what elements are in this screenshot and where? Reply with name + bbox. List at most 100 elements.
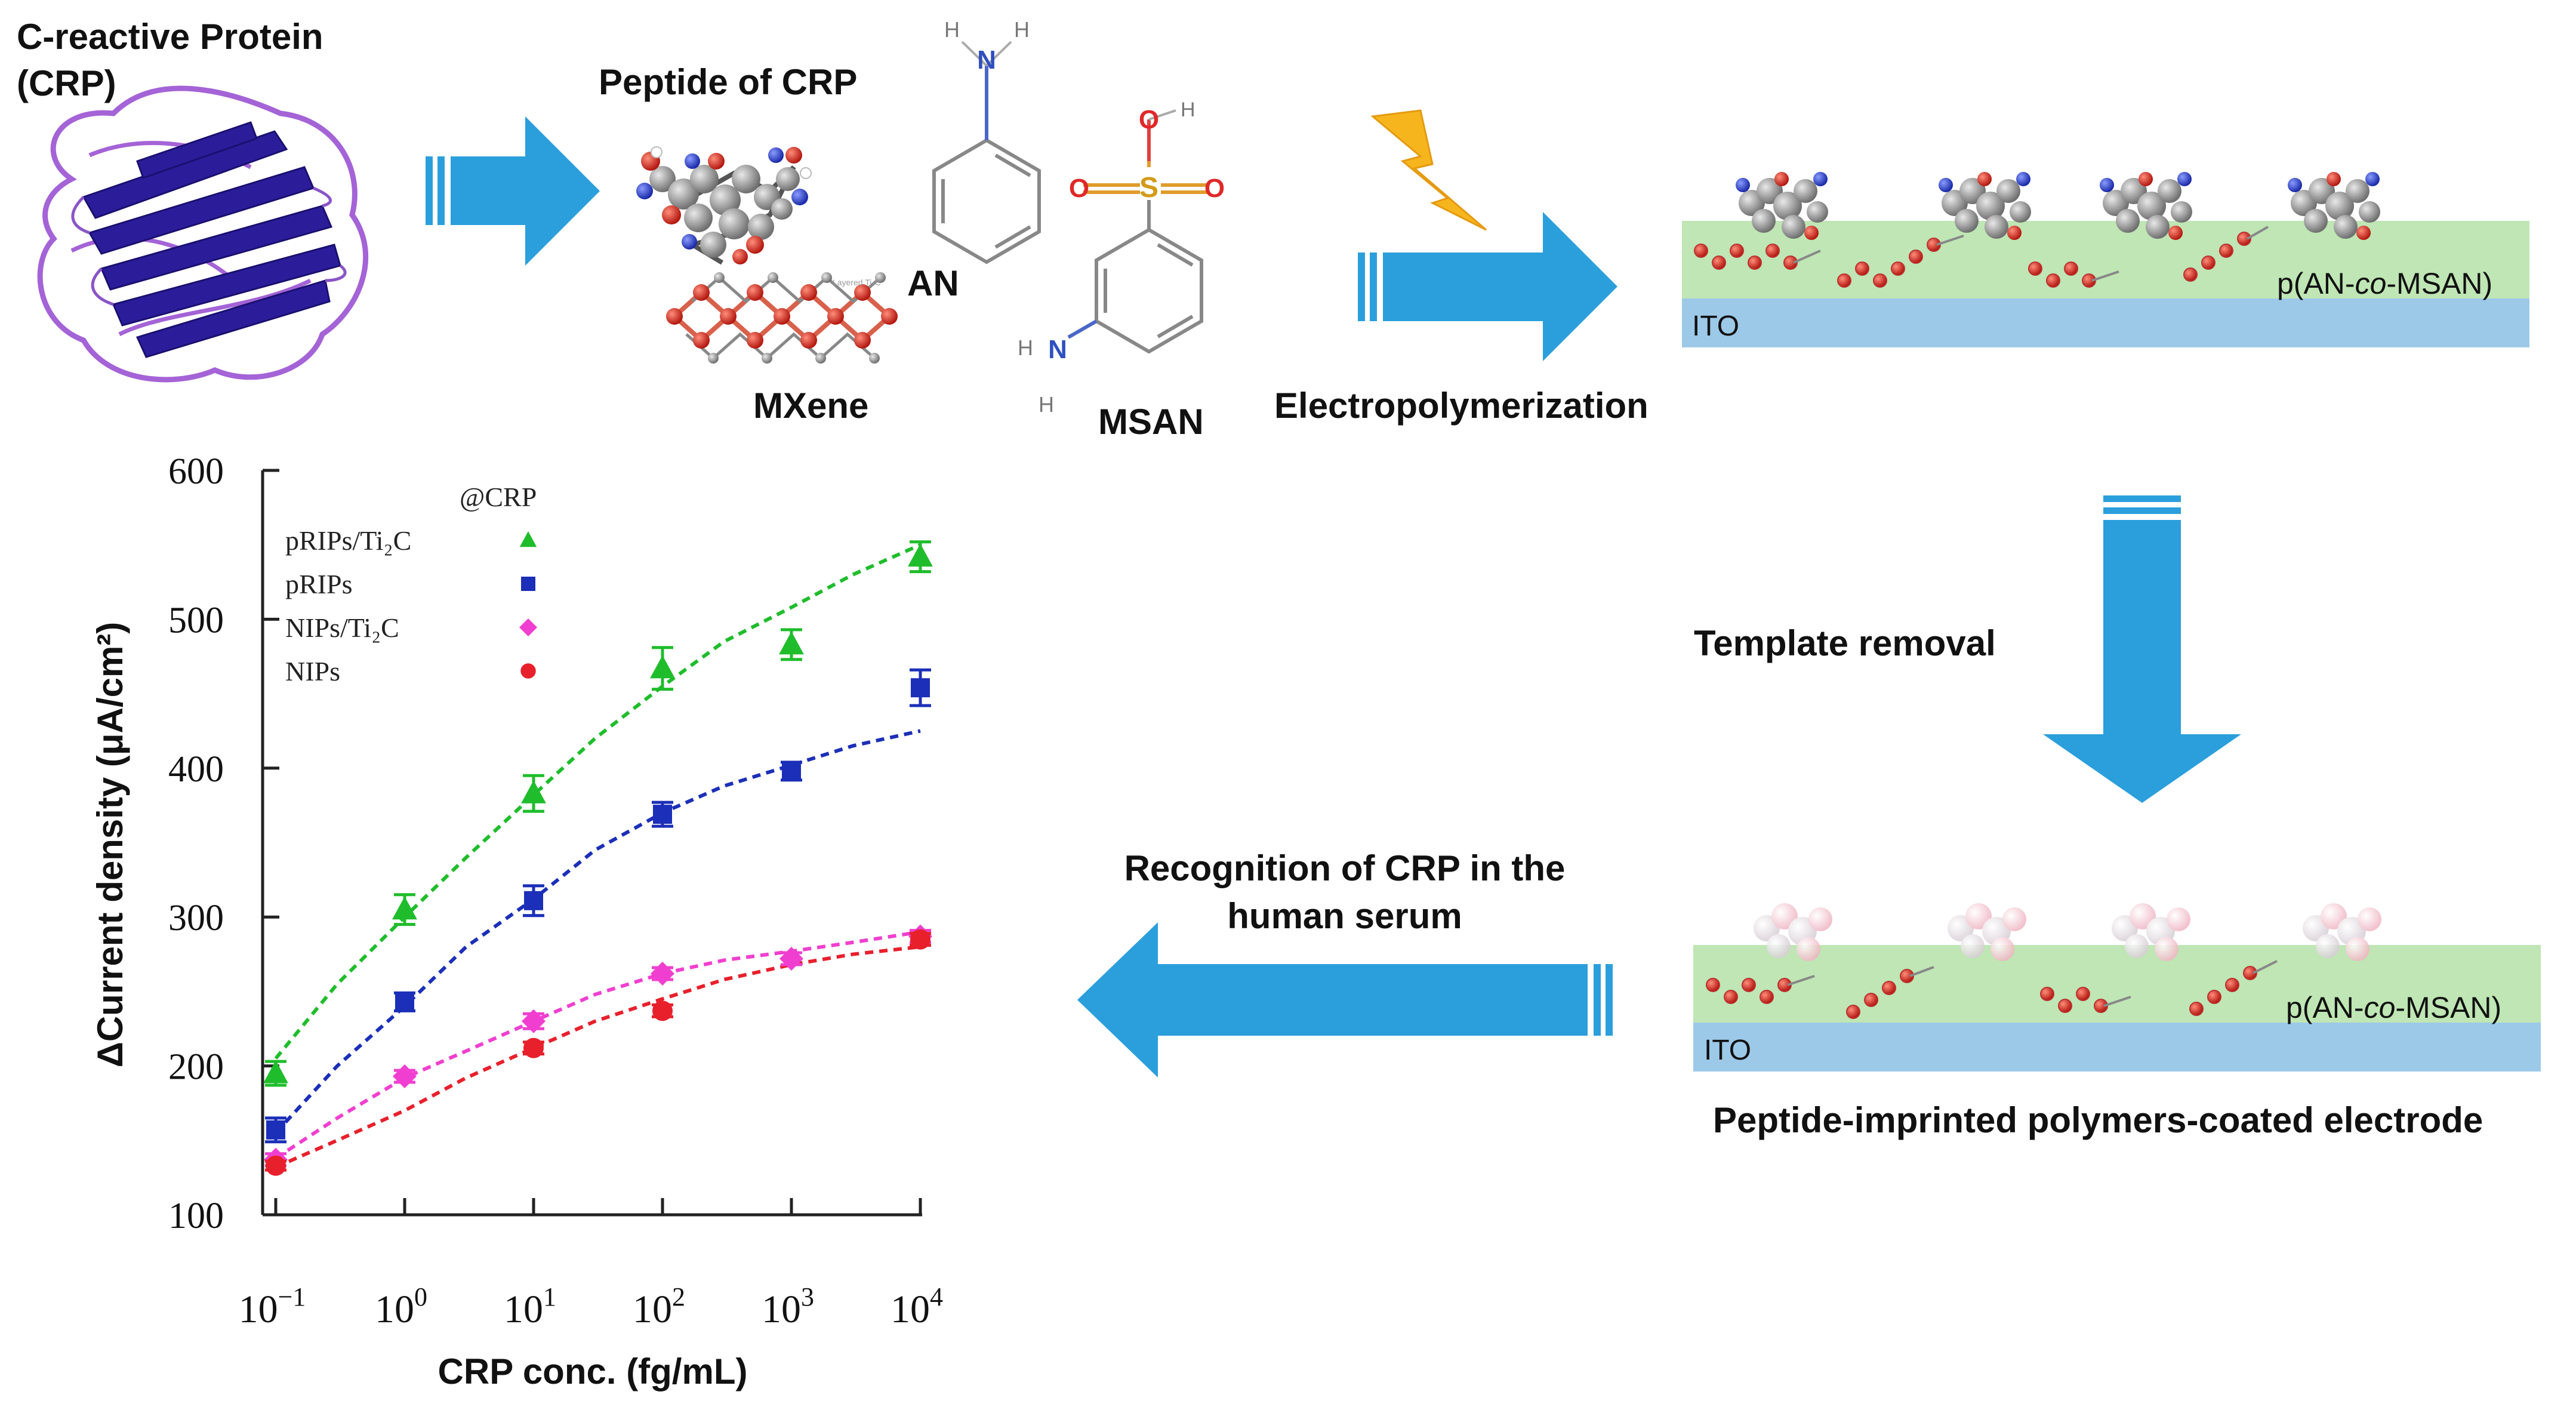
hydroxyl-h-glyph: H bbox=[1181, 98, 1195, 121]
calibration-chart: 600 500 400 300 200 100 10−1 100 101 102 103 104 @… bbox=[90, 451, 943, 1391]
recognition-label: Recognition of CRP in the bbox=[1124, 848, 1566, 888]
x-axis-label: CRP conc. (fg/mL) bbox=[438, 1351, 748, 1391]
peptide-template bbox=[2288, 172, 2380, 240]
fit-curves bbox=[274, 543, 922, 1169]
data-point bbox=[911, 678, 930, 698]
mxene-tiny-label: Layered Ti₂C bbox=[833, 278, 881, 287]
x-tick-label: 101 bbox=[504, 1282, 556, 1331]
data-point bbox=[652, 1000, 673, 1021]
y-tick-label: 400 bbox=[168, 749, 224, 790]
legend-marker bbox=[521, 577, 535, 591]
arrow-recognition bbox=[1077, 922, 1613, 1077]
peptide-label: Peptide of CRP bbox=[599, 62, 857, 102]
amine-n-glyph: N bbox=[1048, 335, 1067, 364]
mxene-lattice: Layered Ti₂C bbox=[666, 272, 898, 364]
recognition-label-2: human serum bbox=[1227, 896, 1462, 936]
y-ticks: 600 500 400 300 200 100 bbox=[168, 451, 279, 1236]
peptide-template bbox=[1736, 172, 1828, 240]
imprinted-cavity bbox=[1754, 903, 1832, 961]
data-point bbox=[524, 891, 543, 910]
data-point bbox=[650, 655, 675, 679]
fit-curve bbox=[275, 945, 921, 1169]
data-point bbox=[266, 1120, 285, 1140]
y-tick-label: 200 bbox=[168, 1047, 224, 1088]
legend-entry-label: NIPs bbox=[285, 656, 340, 686]
amine-h-glyph: H bbox=[944, 17, 960, 42]
legend-entry-label: pRIPs/Ti₂C bbox=[285, 525, 411, 556]
fit-curve bbox=[275, 930, 921, 1160]
peptide-molecule bbox=[636, 146, 812, 265]
x-tick-label: 104 bbox=[890, 1282, 943, 1331]
peptide-template bbox=[2100, 172, 2192, 240]
fit-curve bbox=[274, 543, 922, 1060]
y-tick-label: 500 bbox=[168, 600, 224, 641]
y-tick-label: 100 bbox=[168, 1196, 224, 1236]
polymer-label: p(AN-co-MSAN) bbox=[2286, 991, 2501, 1024]
data-point bbox=[908, 543, 933, 567]
x-tick-label: 102 bbox=[633, 1282, 685, 1331]
x-ticks: 10−1 100 101 102 103 104 bbox=[239, 1198, 943, 1331]
x-tick-label: 103 bbox=[762, 1282, 814, 1331]
peptide-template bbox=[1939, 172, 2031, 240]
data-point bbox=[521, 780, 546, 803]
sulfur-s-glyph: S bbox=[1139, 172, 1158, 204]
x-tick-label: 10−1 bbox=[239, 1282, 306, 1331]
data-point bbox=[782, 761, 801, 781]
y-axis-label: ΔCurrent density (μA/cm²) bbox=[90, 622, 130, 1068]
data-point bbox=[779, 947, 803, 971]
mxene-label: MXene bbox=[753, 386, 868, 426]
data-point bbox=[263, 1060, 288, 1083]
data-point bbox=[395, 992, 414, 1012]
imprinted-cavity bbox=[2303, 903, 2381, 961]
msan-molecule bbox=[1067, 109, 1209, 354]
y-tick-label: 300 bbox=[168, 898, 224, 938]
data-point bbox=[266, 1155, 286, 1176]
amine-n-glyph: N bbox=[977, 45, 996, 75]
ito-label: ITO bbox=[1704, 1035, 1751, 1066]
imprinted-cavity bbox=[2112, 903, 2190, 961]
electropolymerization-label: Electropolymerization bbox=[1274, 386, 1648, 426]
protein-ribbon bbox=[37, 85, 369, 383]
msan-label: MSAN bbox=[1098, 402, 1204, 442]
imprinted-cavity bbox=[1948, 903, 2026, 961]
arrow-to-peptide bbox=[426, 116, 600, 266]
x-tick-label: 100 bbox=[375, 1282, 427, 1331]
legend-entry-label: NIPs/Ti₂C bbox=[285, 612, 399, 643]
electrode-with-template: ITO p(AN-co-MSAN) bbox=[1682, 172, 2529, 347]
legend-marker bbox=[519, 618, 537, 636]
arrow-to-electrode bbox=[1358, 212, 1617, 361]
oxygen-o-glyph: O bbox=[1204, 174, 1225, 203]
legend-title: @CRP bbox=[460, 482, 537, 512]
oxygen-o-glyph: O bbox=[1069, 174, 1089, 203]
data-point bbox=[523, 1037, 544, 1058]
fit-curve bbox=[274, 729, 921, 1134]
amine-h-glyph: H bbox=[1039, 392, 1054, 417]
data-point bbox=[651, 961, 674, 986]
aniline-molecule bbox=[932, 41, 1041, 264]
arrow-template-removal bbox=[2043, 495, 2241, 803]
electrode-imprinted: ITO p(AN-co-MSAN) bbox=[1693, 903, 2541, 1072]
ito-label: ITO bbox=[1692, 310, 1739, 342]
crp-protein-label-abbr: (CRP) bbox=[17, 63, 116, 103]
amine-h-glyph: H bbox=[1018, 335, 1033, 360]
data-point bbox=[392, 896, 417, 920]
crp-protein-label: C-reactive Protein bbox=[17, 17, 323, 57]
template-removal-label: Template removal bbox=[1694, 623, 1996, 663]
data-point bbox=[910, 929, 930, 950]
amine-h-glyph: H bbox=[1014, 17, 1030, 42]
y-tick-label: 600 bbox=[168, 451, 224, 492]
data-point bbox=[393, 1064, 417, 1089]
an-label: AN bbox=[907, 263, 959, 303]
legend-marker bbox=[520, 663, 536, 679]
polymer-label: p(AN-co-MSAN) bbox=[2277, 267, 2492, 300]
data-point bbox=[653, 805, 672, 824]
data-point bbox=[779, 631, 804, 655]
data-points bbox=[263, 540, 933, 1176]
lightning-bolt-icon bbox=[1370, 109, 1487, 231]
oxygen-o-glyph: O bbox=[1139, 105, 1159, 134]
electrode-caption: Peptide-imprinted polymers-coated electr… bbox=[1713, 1100, 2483, 1140]
legend-entry-label: pRIPs bbox=[285, 569, 352, 599]
